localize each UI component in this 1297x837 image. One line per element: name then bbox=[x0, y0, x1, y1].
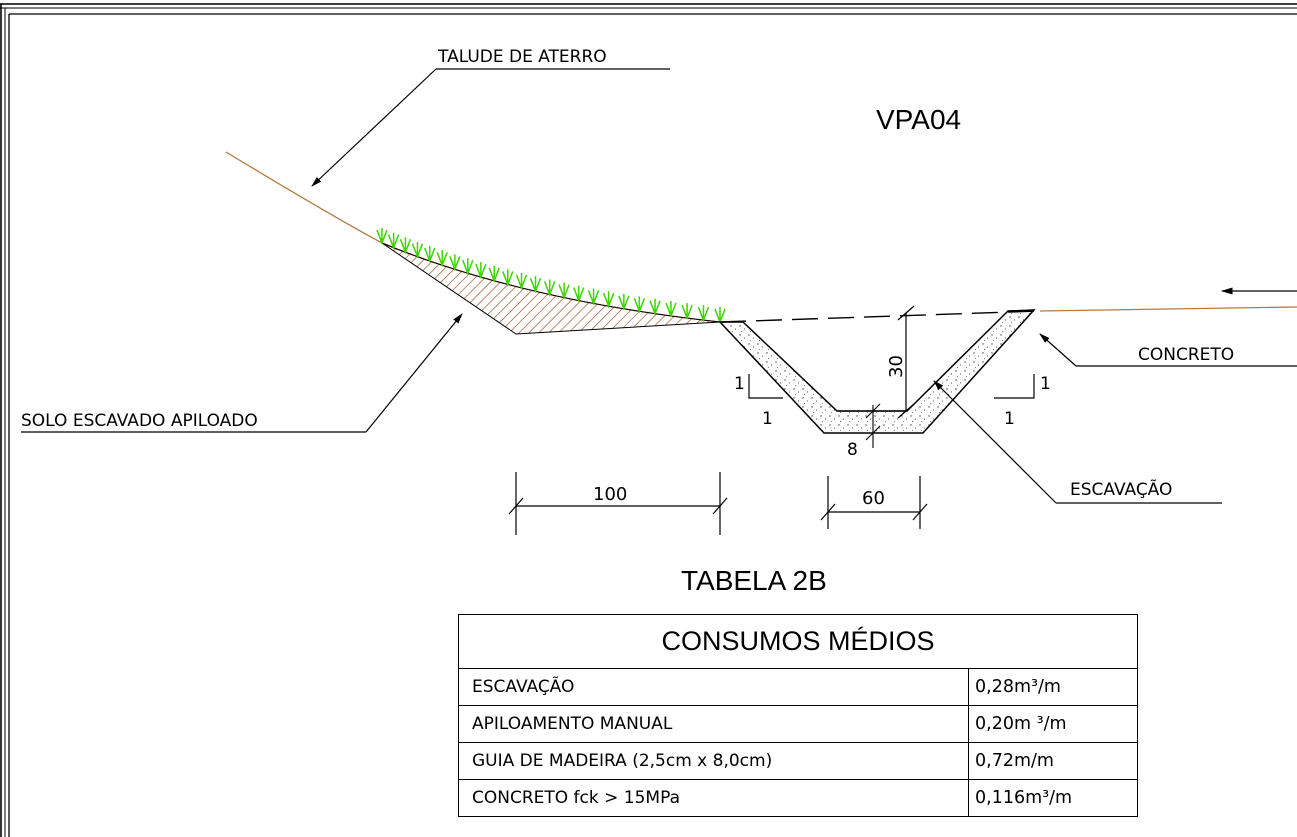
grass-tuft bbox=[411, 241, 424, 259]
grass-tuft bbox=[681, 303, 693, 321]
v-channel-concrete bbox=[718, 309, 1036, 434]
grass-tuft bbox=[618, 293, 630, 311]
compacted-soil-hatch bbox=[381, 242, 721, 335]
grass-tuft bbox=[462, 258, 474, 276]
grass-tuft bbox=[515, 272, 528, 290]
leader-escavacao bbox=[933, 380, 1222, 504]
consumption-table: CONSUMOS MÉDIOS ESCAVAÇÃO 0,28m³/m APILO… bbox=[458, 614, 1138, 817]
row-item: ESCAVAÇÃO bbox=[458, 668, 969, 706]
leader-concreto bbox=[1039, 333, 1297, 367]
label-talude: TALUDE DE ATERRO bbox=[437, 47, 607, 67]
sheet-border bbox=[0, 3, 1297, 837]
slope-left-horizontal: 1 bbox=[762, 409, 773, 429]
grass-tuft bbox=[665, 300, 677, 319]
grass-tuft bbox=[649, 298, 661, 316]
table-row: CONCRETO fck > 15MPa 0,116m³/m bbox=[458, 779, 1138, 817]
grass-tuft bbox=[543, 279, 556, 297]
depth-label: 30 bbox=[886, 355, 907, 378]
grass-tuft bbox=[529, 276, 542, 294]
grass-tuft bbox=[424, 246, 436, 264]
slope-left-vertical: 1 bbox=[734, 374, 745, 394]
slope-right-vertical: 1 bbox=[1040, 374, 1051, 394]
table-row: GUIA DE MADEIRA (2,5cm x 8,0cm) 0,72m/m bbox=[458, 742, 1138, 780]
label-solo: SOLO ESCAVADO APILOADO bbox=[21, 411, 258, 431]
table-header-row: CONSUMOS MÉDIOS bbox=[458, 614, 1138, 669]
grass-tuft bbox=[633, 296, 646, 314]
grass-tuft bbox=[475, 262, 487, 280]
grass-tuft bbox=[376, 228, 388, 246]
leader-talude bbox=[311, 68, 670, 187]
slope-indicator-right bbox=[994, 374, 1035, 399]
grass-tuft bbox=[449, 254, 461, 272]
row-item: CONCRETO fck > 15MPa bbox=[458, 779, 969, 817]
row-item: GUIA DE MADEIRA (2,5cm x 8,0cm) bbox=[458, 742, 969, 780]
grass-tuft bbox=[399, 237, 412, 255]
bottom-width-label: 60 bbox=[862, 488, 885, 509]
grass-tuft bbox=[387, 232, 400, 250]
grass-tuft bbox=[602, 291, 615, 309]
table-row: APILOAMENTO MANUAL 0,20m ³/m bbox=[458, 705, 1138, 743]
table-row: ESCAVAÇÃO 0,28m³/m bbox=[458, 668, 1138, 706]
grass-tuft bbox=[573, 285, 585, 303]
row-value: 0,116m³/m bbox=[968, 779, 1138, 817]
bottom-width-dimension bbox=[820, 476, 928, 529]
berm-width-label: 100 bbox=[593, 484, 627, 505]
grass-tuft bbox=[488, 265, 500, 283]
table-caption: TABELA 2B bbox=[681, 565, 827, 596]
thickness-dimension bbox=[865, 403, 881, 448]
slope-right-horizontal: 1 bbox=[1004, 409, 1015, 429]
drawing-title: VPA04 bbox=[876, 104, 961, 135]
grass-tuft bbox=[558, 282, 570, 300]
grass-tuft bbox=[697, 305, 710, 323]
thickness-label: 8 bbox=[847, 440, 858, 460]
row-value: 0,72m/m bbox=[968, 742, 1138, 780]
label-concreto: CONCRETO bbox=[1138, 345, 1234, 365]
berm-width-dimension bbox=[508, 472, 728, 535]
leader-solo bbox=[21, 313, 463, 433]
grass-tuft bbox=[502, 269, 514, 287]
row-value: 0,20m ³/m bbox=[968, 705, 1138, 743]
grass-tufts bbox=[376, 228, 726, 325]
row-value: 0,28m³/m bbox=[968, 668, 1138, 706]
ground-line-dashed bbox=[719, 310, 1041, 323]
embankment-slope bbox=[225, 151, 726, 335]
row-item: APILOAMENTO MANUAL bbox=[458, 705, 969, 743]
label-escavacao: ESCAVAÇÃO bbox=[1070, 478, 1172, 500]
grass-tuft bbox=[714, 307, 726, 325]
grass-tuft bbox=[587, 288, 600, 306]
slope-indicator-left bbox=[748, 374, 783, 399]
table-header: CONSUMOS MÉDIOS bbox=[458, 614, 1138, 669]
depth-dimension bbox=[897, 305, 915, 419]
grass-tuft bbox=[436, 250, 448, 268]
ground-line-right bbox=[1039, 306, 1297, 312]
